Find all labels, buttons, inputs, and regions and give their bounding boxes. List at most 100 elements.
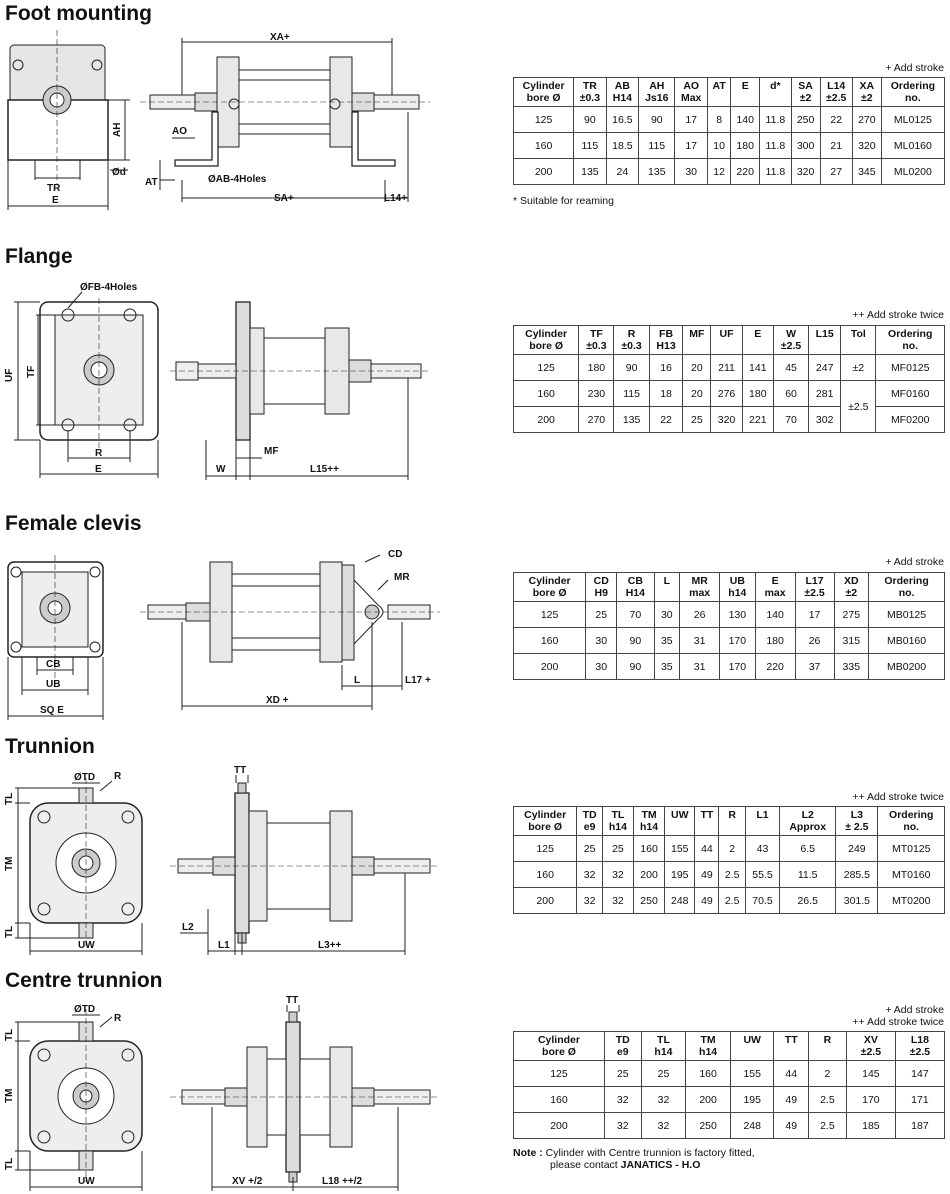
dim-uf: UF	[4, 369, 15, 382]
table-cell: 135	[573, 158, 607, 185]
column-header-line: R	[627, 328, 636, 340]
table-cell: 141	[741, 354, 774, 381]
table-cell: 25	[682, 406, 712, 433]
column-header-subline: bore Ø	[542, 1046, 576, 1058]
column-header-line: L18	[910, 1034, 929, 1046]
dim-l1: L1	[218, 940, 230, 951]
column-header-line: L14	[827, 80, 846, 92]
column-header-line: R	[823, 1034, 832, 1046]
dim-cd: CD	[388, 549, 402, 560]
table-cell: 30	[585, 627, 618, 654]
table-cell: 180	[578, 354, 615, 381]
table-cell: 221	[741, 406, 774, 433]
table-cell: 31	[679, 627, 721, 654]
column-header-subline: no.	[903, 821, 920, 833]
table-cell: 247	[808, 354, 842, 381]
column-header-subline	[713, 340, 739, 352]
table-cell: 320	[790, 158, 821, 185]
column-header: UW	[729, 1031, 775, 1061]
dim-tt: TT	[286, 995, 298, 1006]
section-title: Female clevis	[5, 512, 142, 535]
table-cell: 26	[794, 627, 835, 654]
dim-cb: CB	[46, 659, 60, 670]
table-cell: MF0125	[875, 354, 945, 381]
table-cell: 301.5	[835, 887, 879, 914]
table-cell: MB0125	[868, 601, 945, 628]
column-header-subline: max	[764, 587, 786, 599]
stroke-note-line: + Add stroke	[885, 556, 944, 568]
column-header-line: CD	[593, 575, 609, 587]
column-header: AT	[706, 77, 732, 107]
table-cell: 49	[773, 1112, 809, 1139]
column-header-line: L1	[756, 809, 769, 821]
dim-l15: L15++	[310, 464, 339, 475]
dim-uw: UW	[78, 1176, 95, 1187]
dim-r: R	[95, 448, 103, 459]
stroke-note-line: + Add stroke	[885, 62, 944, 74]
column-header-line: TF	[589, 328, 603, 340]
table-cell: 250	[685, 1112, 731, 1139]
table-cell: 140	[754, 601, 796, 628]
column-header-subline	[667, 821, 692, 833]
column-header-line: UW	[743, 1034, 761, 1046]
column-header-subline: bore Ø	[526, 92, 561, 104]
column-header-subline: max	[689, 587, 711, 599]
column-header-line: SA	[798, 80, 813, 92]
column-header-subline: Approx	[789, 821, 827, 833]
column-header-line: E	[771, 575, 779, 587]
table-cell: 70	[772, 406, 810, 433]
table-cell: 170	[845, 1086, 896, 1113]
table-cell: 35	[653, 653, 681, 680]
table-cell: 25	[585, 601, 618, 628]
table-cell: 20	[682, 354, 712, 381]
section-title: Foot mounting	[5, 2, 152, 25]
stroke-note: ++ Add stroke twice	[852, 309, 944, 321]
dim-d: Ød	[112, 167, 126, 178]
table-cell: 26	[679, 601, 721, 628]
column-header-subline: H13	[656, 340, 676, 352]
column-header-subline: h14	[654, 1046, 673, 1058]
column-header-line: Cylinder	[528, 575, 571, 587]
column-header: L14±2.5	[819, 77, 853, 107]
column-header-subline: H14	[625, 587, 645, 599]
table-cell: 160	[513, 1086, 605, 1113]
column-header: TF±0.3	[578, 325, 615, 355]
table-cell: 270	[578, 406, 615, 433]
table-cell: 90	[613, 354, 650, 381]
column-header-line: TD	[615, 1034, 630, 1046]
column-header-line: Cylinder	[524, 809, 567, 821]
column-header-subline	[843, 340, 873, 352]
table-cell: 20	[682, 380, 712, 407]
note-text-2: please contact	[550, 1159, 618, 1171]
table-cell: 26.5	[779, 887, 837, 914]
column-header: L15	[808, 325, 842, 355]
column-header-line: AT	[712, 80, 726, 92]
table-cell: 170	[719, 627, 756, 654]
column-header-line: Ordering	[889, 809, 934, 821]
dim-ao: AO	[172, 126, 187, 137]
table-cell: 32	[603, 1112, 642, 1139]
stroke-note-line: ++ Add stroke twice	[852, 309, 944, 321]
dim-w: W	[216, 464, 226, 475]
stroke-note: + Add stroke ++ Add stroke twice	[852, 1004, 944, 1028]
table-cell: MT0125	[877, 835, 945, 862]
column-header: TT	[694, 806, 720, 836]
column-header-line: E	[741, 80, 749, 92]
table-cell: 12	[706, 158, 732, 185]
table-cell: 135	[638, 158, 676, 185]
column-header-line: Tol	[850, 328, 866, 340]
dim-sqe: SQ E	[40, 705, 64, 716]
